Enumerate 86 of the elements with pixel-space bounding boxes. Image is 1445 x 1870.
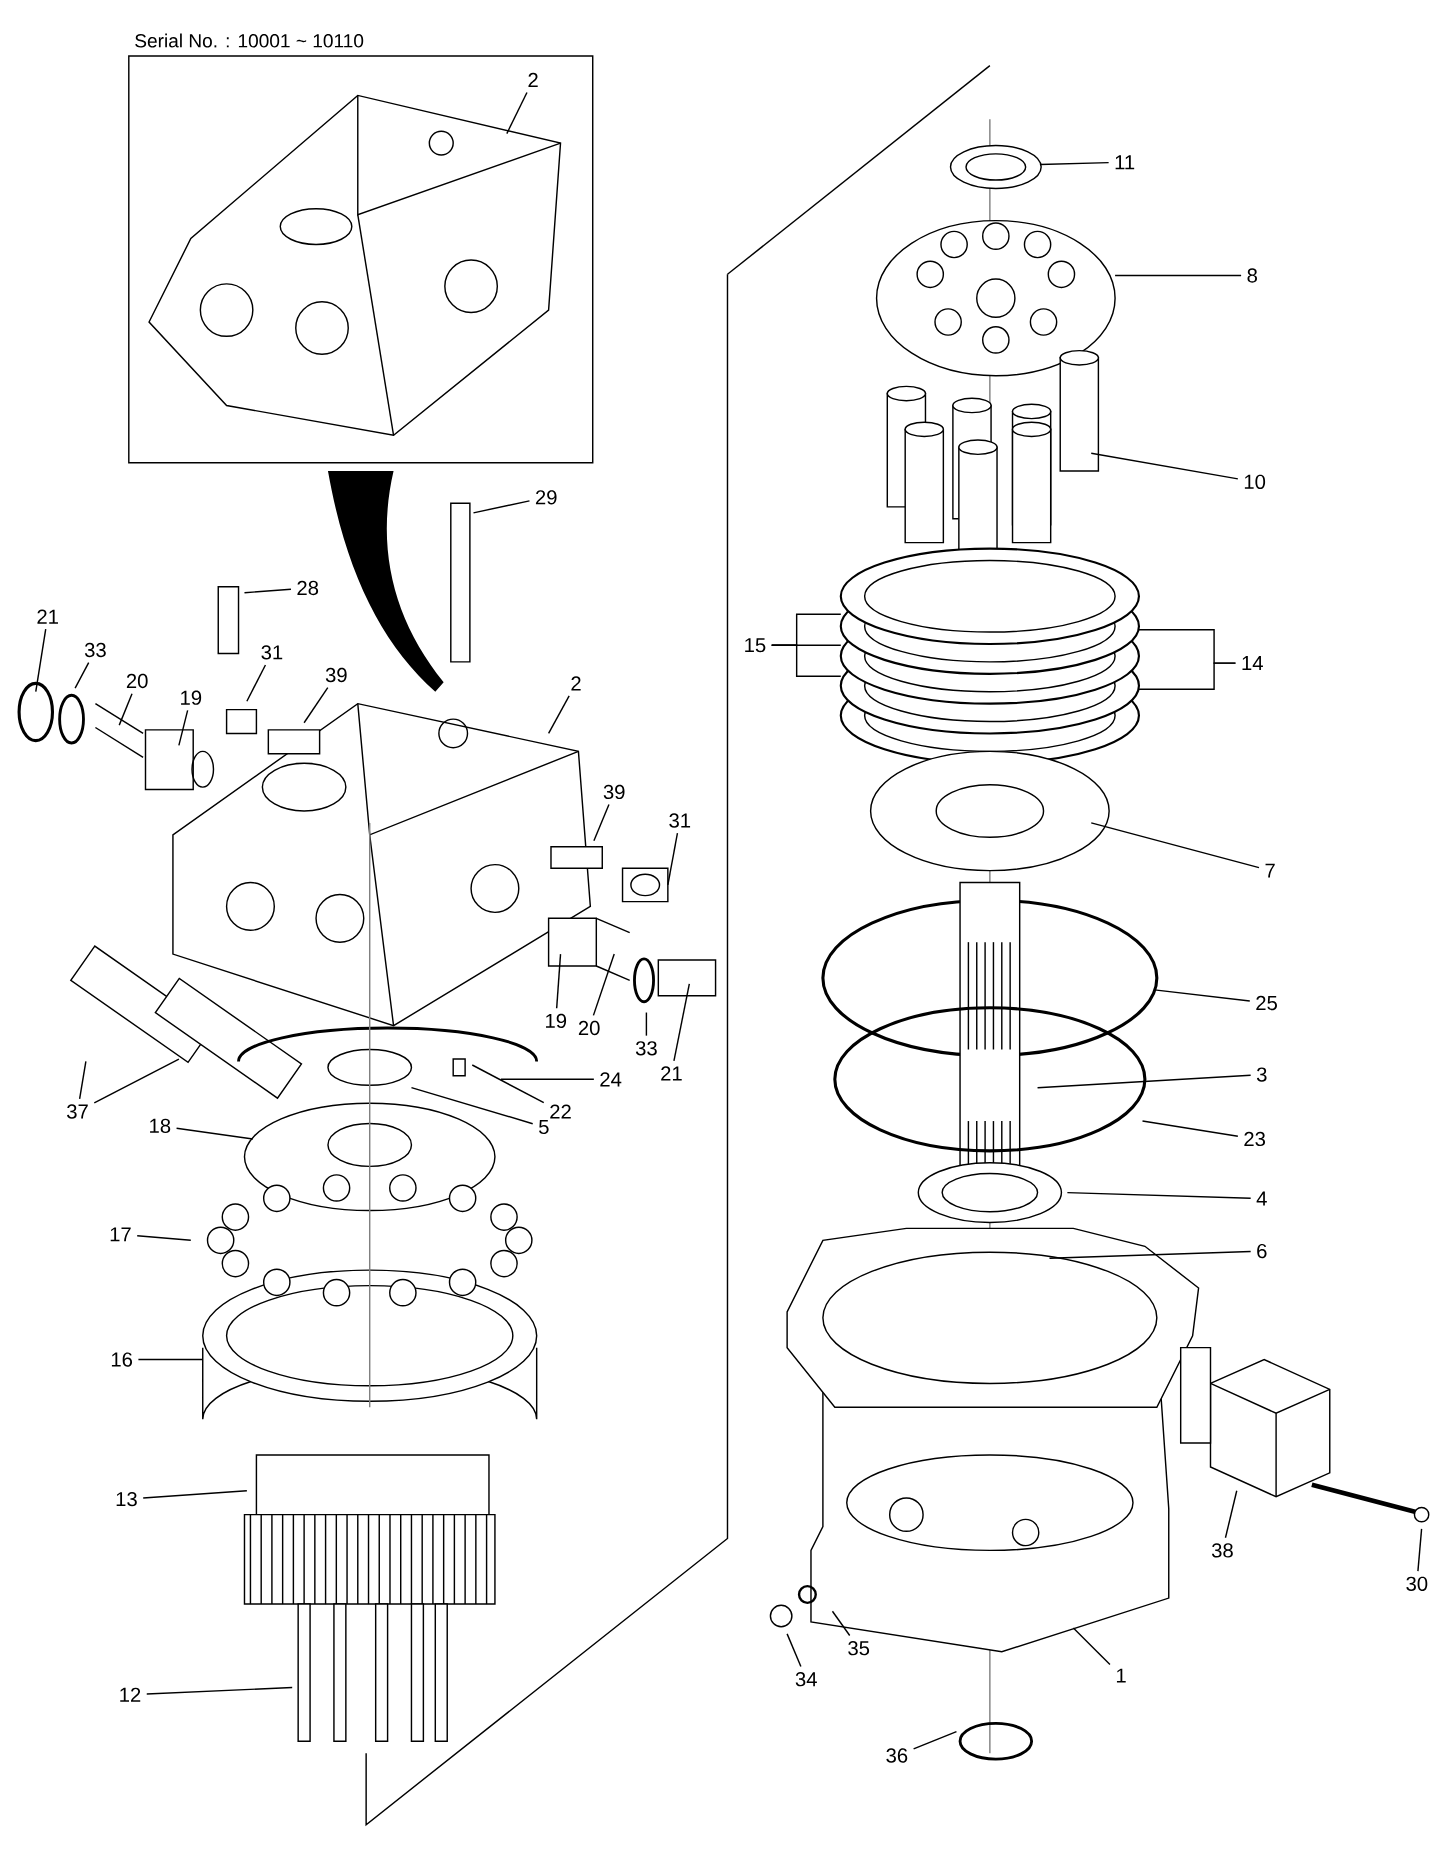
leader-line xyxy=(34,628,47,693)
leader-line xyxy=(831,1610,851,1637)
leader-line xyxy=(410,1086,534,1125)
callout-number: 14 xyxy=(1242,656,1263,671)
leader-line xyxy=(1090,822,1260,869)
leader-line xyxy=(118,692,133,726)
callout-number: 22 xyxy=(550,1104,571,1119)
leader-line xyxy=(93,1058,180,1104)
leader-line xyxy=(666,832,678,886)
callout-number: 30 xyxy=(1406,1576,1428,1591)
leader-line xyxy=(1039,161,1110,166)
callout-number: 12 xyxy=(120,1687,140,1702)
callout-number: 38 xyxy=(1211,1543,1233,1558)
leader-line xyxy=(505,91,528,135)
callout-number: 28 xyxy=(297,580,318,596)
leader-line xyxy=(673,983,690,1062)
leader-line xyxy=(136,1235,192,1242)
callout-number: 20 xyxy=(126,673,148,689)
leader-line xyxy=(145,1686,293,1695)
callout-number: 23 xyxy=(1244,1131,1265,1147)
leader-line xyxy=(593,803,610,842)
leader-line xyxy=(245,664,266,702)
callout-number: 19 xyxy=(180,690,201,705)
callout-number: 33 xyxy=(635,1041,657,1056)
leader-line xyxy=(303,686,329,724)
callout-number: 8 xyxy=(1247,268,1257,283)
callout-number: 31 xyxy=(669,813,690,828)
serial-number-text: Serial No. : 10001 ~ 10110 xyxy=(134,33,363,48)
leader-line xyxy=(1066,1191,1252,1199)
leader-line xyxy=(243,588,292,594)
leader-line xyxy=(1114,274,1242,277)
callout-number: 21 xyxy=(660,1066,682,1081)
leader-line xyxy=(1153,989,1251,1002)
leader-line xyxy=(1090,452,1239,480)
leader-line xyxy=(1141,1120,1239,1137)
callout-number: 15 xyxy=(744,638,766,653)
leader-line xyxy=(142,1490,248,1499)
callout-number: 11 xyxy=(1115,155,1134,170)
callout-number: 3 xyxy=(1256,1067,1267,1082)
callout-number: 33 xyxy=(84,642,106,658)
callout-number: 2 xyxy=(571,676,581,691)
callout-number: 17 xyxy=(110,1227,131,1242)
callout-number: 31 xyxy=(261,645,282,660)
callout-number: 2 xyxy=(528,72,538,87)
leader-line xyxy=(1072,1627,1111,1666)
leader-line xyxy=(1138,662,1236,691)
callout-number: 25 xyxy=(1256,995,1277,1011)
leader-line xyxy=(547,695,570,735)
callout-number: 24 xyxy=(600,1072,622,1087)
callout-number: 16 xyxy=(111,1352,132,1367)
callout-number: 13 xyxy=(116,1491,137,1507)
leader-line xyxy=(175,1127,254,1140)
callout-number: 19 xyxy=(545,1013,566,1029)
leader-line xyxy=(1036,1074,1252,1089)
leader-line xyxy=(137,1358,204,1361)
leader-line xyxy=(1224,1490,1238,1539)
callout-number: 5 xyxy=(538,1119,549,1135)
callout-number: 20 xyxy=(578,1020,600,1036)
callout-number: 34 xyxy=(795,1672,817,1687)
leader-line xyxy=(78,1060,87,1100)
leader-line xyxy=(472,500,530,514)
leader-line xyxy=(1417,1528,1423,1572)
callout-number: 35 xyxy=(847,1641,869,1656)
callout-number: 18 xyxy=(149,1118,170,1133)
leader-line xyxy=(74,661,90,689)
leader-line xyxy=(555,953,562,1009)
callout-number: 10 xyxy=(1244,474,1265,489)
leader-line xyxy=(912,1730,957,1750)
callout-number: 6 xyxy=(1257,1243,1267,1259)
callout-number: 39 xyxy=(325,667,347,683)
leader-line xyxy=(1048,1250,1252,1259)
leader-line xyxy=(645,1011,647,1037)
leader-line xyxy=(592,953,615,1017)
leader-line xyxy=(499,1078,595,1081)
callout-number: 4 xyxy=(1256,1191,1267,1206)
callout-number: 1 xyxy=(1116,1668,1126,1683)
callout-number: 37 xyxy=(66,1104,88,1119)
leader-line xyxy=(177,709,189,747)
callout-number: 39 xyxy=(603,784,625,800)
leader-line xyxy=(471,1064,545,1104)
callout-number: 36 xyxy=(886,1748,907,1763)
callout-number: 21 xyxy=(37,609,58,624)
callout-number: 29 xyxy=(535,490,557,505)
leader-line xyxy=(786,1633,802,1668)
callout-number: 7 xyxy=(1265,863,1275,878)
leader-line xyxy=(770,644,842,677)
